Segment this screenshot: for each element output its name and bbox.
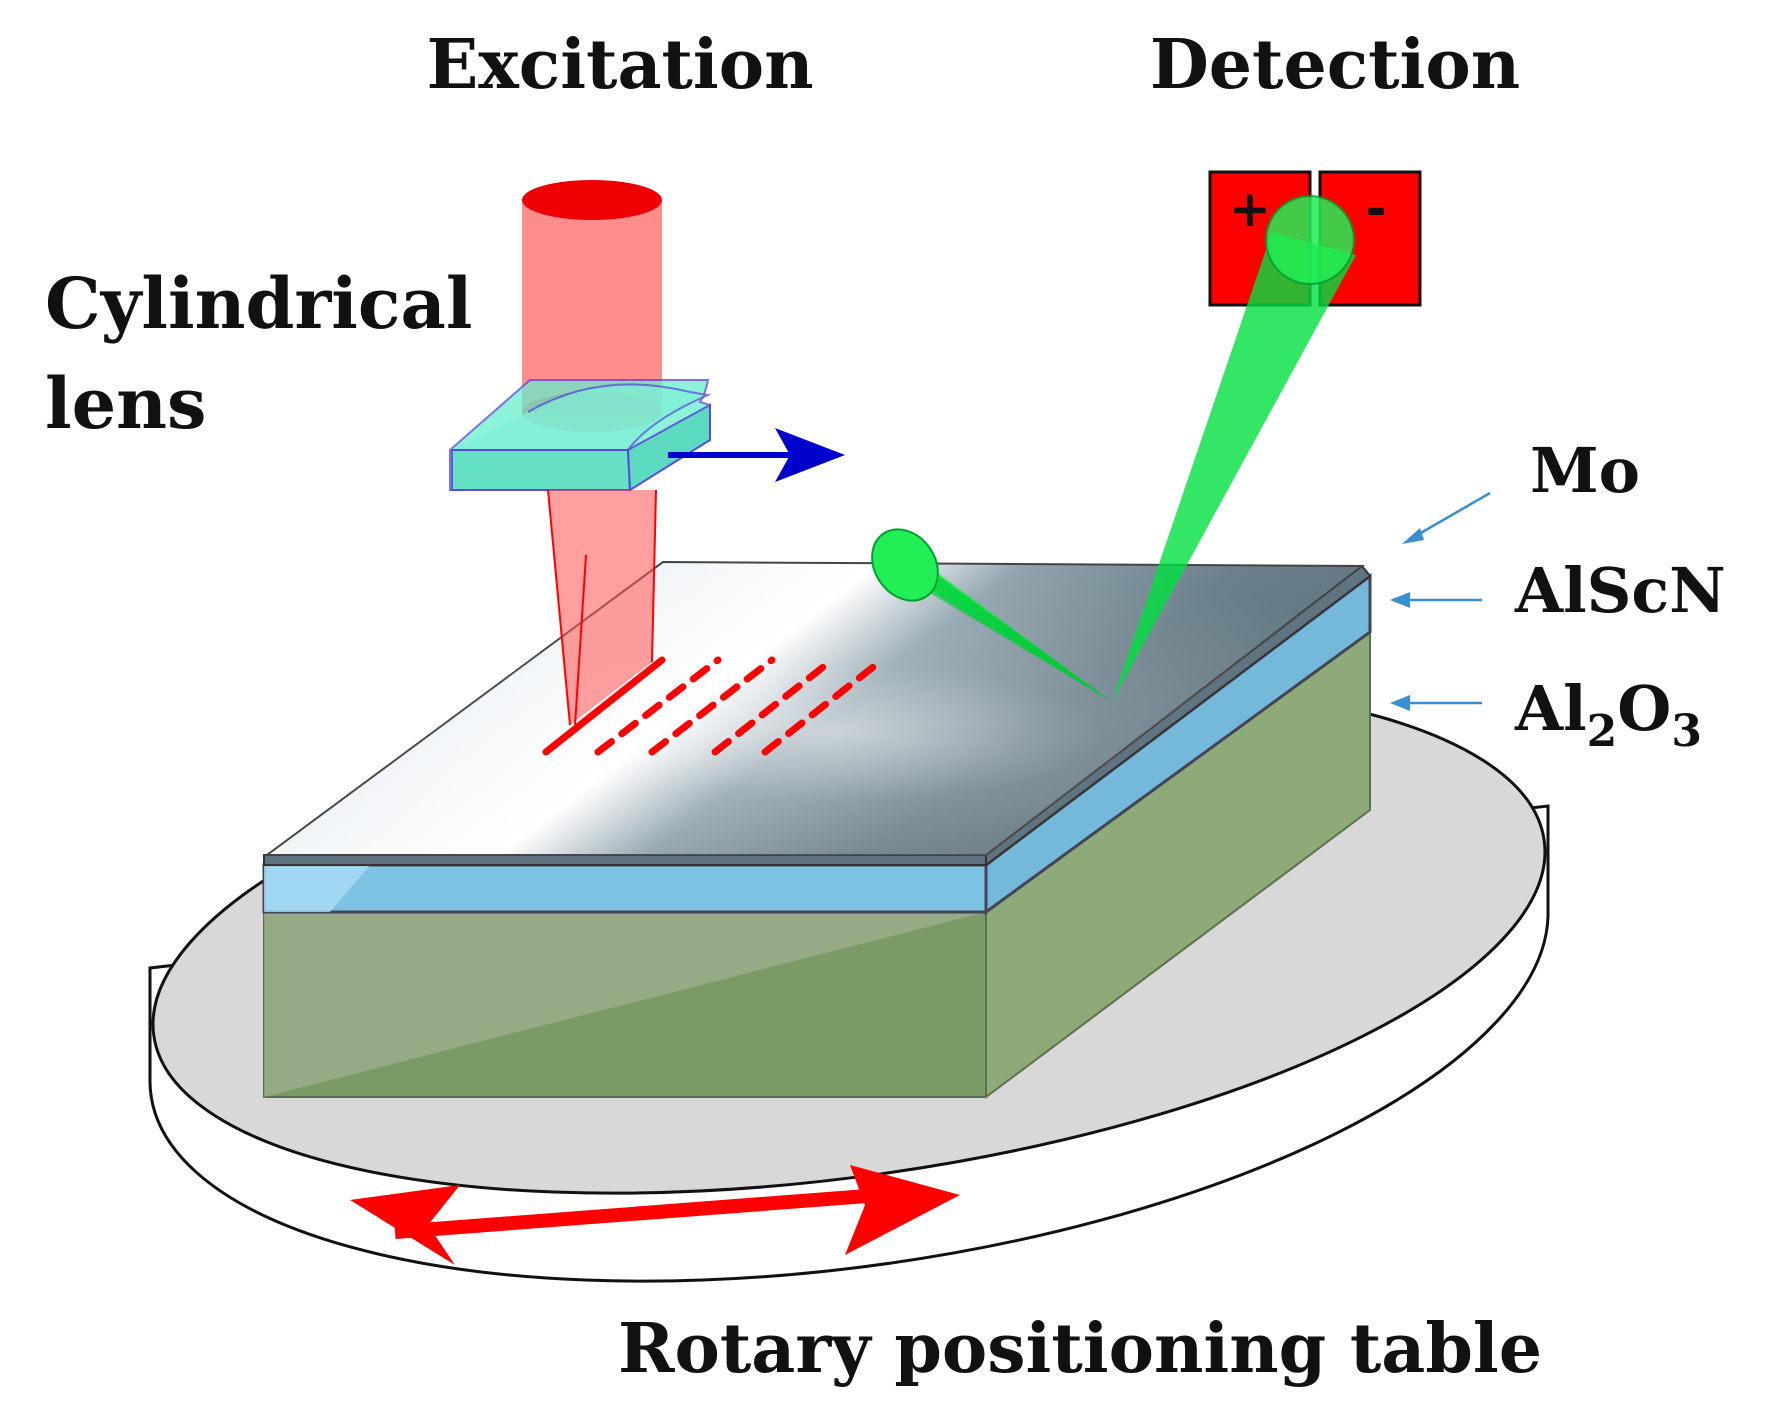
alscn-label: AlScN — [1514, 554, 1726, 627]
cylindrical-lens-label-line1: Cylindrical — [45, 262, 472, 345]
layer-pointers — [1390, 491, 1491, 711]
detector-plus-sign: + — [1229, 180, 1271, 238]
reflected-probe-beam — [1112, 195, 1356, 702]
detector-minus-sign: - — [1366, 180, 1387, 238]
focused-beam — [547, 489, 657, 726]
arrow-right-icon — [668, 428, 845, 482]
probe-spot — [1265, 195, 1355, 285]
laser-line-pattern — [542, 656, 886, 756]
detection-label: Detection — [1150, 25, 1520, 105]
al2o3-label: Al2O3 — [1514, 672, 1702, 757]
laser-excitation-line — [542, 656, 666, 756]
mo-label: Mo — [1530, 434, 1640, 507]
beam-top-ellipse — [522, 180, 662, 220]
probe-laser-source — [871, 528, 1112, 702]
mo-layer-front — [263, 854, 987, 866]
rotary-table-label: Rotary positioning table — [618, 1309, 1542, 1389]
cylindrical-lens-label-line2: lens — [45, 362, 206, 445]
rotation-arrow-icon — [350, 1165, 960, 1265]
cylindrical-lens — [449, 379, 712, 492]
alscn-layer-front — [262, 863, 988, 914]
excitation-label: Excitation — [426, 25, 813, 105]
sample-stack — [262, 560, 1372, 1099]
